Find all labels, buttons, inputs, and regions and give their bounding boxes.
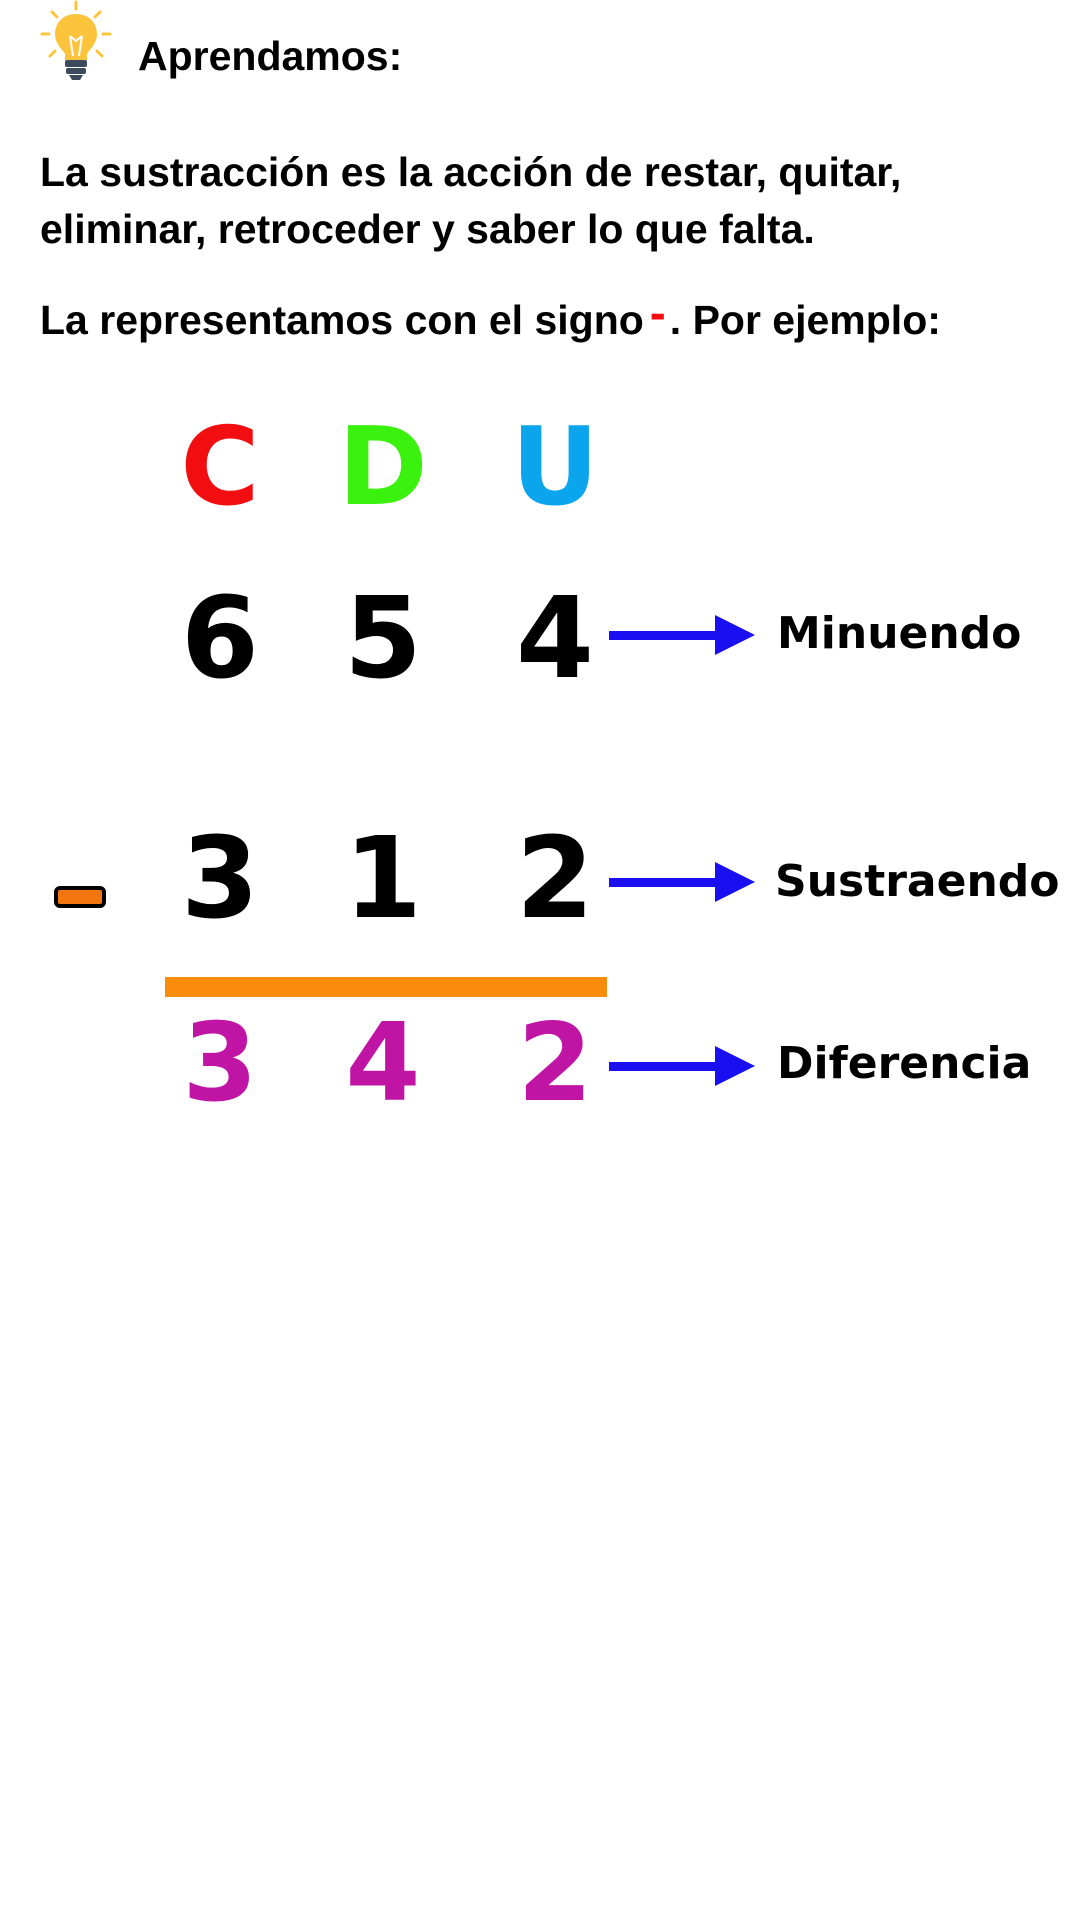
column-header-decenas: D (338, 405, 428, 530)
minuend-digit-c: 6 (181, 574, 259, 704)
subtrahend-digit-c: 3 (181, 814, 259, 944)
intro-paragraph: La sustracción es la acción de restar, q… (40, 149, 902, 252)
sign-sentence-suffix: . Por ejemplo: (669, 297, 941, 343)
minus-sign-icon (54, 886, 106, 908)
arrow-right-icon (609, 1046, 755, 1086)
difference-digit-u: 2 (517, 1001, 593, 1126)
lightbulb-icon (40, 0, 112, 80)
minuend-label: Minuendo (777, 608, 1022, 659)
column-header-unidades: U (511, 405, 599, 530)
result-bar (165, 977, 607, 997)
difference-label: Diferencia (777, 1038, 1032, 1089)
arrow-right-icon (609, 862, 755, 902)
subtrahend-digit-u: 2 (516, 814, 594, 944)
sign-sentence: La representamos con el signo-. Por ejem… (40, 285, 1050, 349)
subtrahend-digit-d: 1 (344, 814, 422, 944)
minus-symbol: - (649, 287, 666, 340)
column-header-centenas: C (180, 405, 260, 530)
subtrahend-label: Sustraendo (775, 856, 1060, 907)
minuend-digit-d: 5 (344, 574, 422, 704)
difference-digit-d: 4 (345, 1001, 421, 1126)
sign-sentence-prefix: La representamos con el signo (40, 297, 644, 343)
page-title: Aprendamos: (138, 33, 403, 79)
arrow-right-icon (609, 615, 755, 655)
difference-digit-c: 3 (182, 1001, 258, 1126)
minuend-digit-u: 4 (516, 574, 594, 704)
